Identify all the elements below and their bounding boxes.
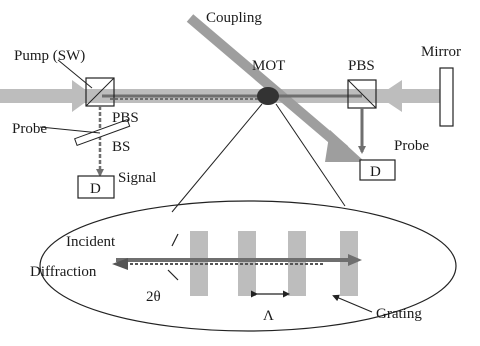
- angle-pointer: [167, 269, 179, 281]
- label-coupling: Coupling: [206, 10, 262, 26]
- mirror: [439, 67, 454, 127]
- label-pbs-right: PBS: [348, 58, 375, 74]
- label-pbs-left: PBS: [112, 110, 139, 126]
- zoom-line-left: [171, 103, 263, 213]
- label-probe-left: Probe: [12, 121, 47, 137]
- pump-pointer: [57, 59, 93, 89]
- label-mirror: Mirror: [421, 44, 461, 60]
- label-signal: Signal: [118, 170, 156, 186]
- label-detector-left: D: [90, 181, 101, 197]
- coupling-arrowhead: [325, 130, 365, 162]
- label-bs: BS: [112, 139, 130, 155]
- label-incident: Incident: [66, 234, 116, 250]
- diffraction-arrowhead: [112, 258, 128, 270]
- pbs-right-diagonal: [347, 79, 377, 109]
- label-grating: Grating: [376, 306, 422, 322]
- pump-arrow-left: [72, 80, 94, 112]
- label-pump: Pump (SW): [14, 48, 85, 64]
- zoom-ellipse: [39, 200, 457, 332]
- bs: [74, 118, 131, 146]
- label-mot: MOT: [252, 58, 285, 74]
- label-detector-right: D: [370, 164, 381, 180]
- pump-arrow-right: [378, 80, 402, 112]
- label-period: Λ: [263, 308, 274, 324]
- pbs-left-diagonal: [85, 77, 115, 107]
- incident-pointer: [171, 233, 179, 247]
- grating-bar-1: [190, 231, 208, 296]
- label-probe-right: Probe: [394, 138, 429, 154]
- probe-input-line: [39, 126, 101, 134]
- mot: [257, 87, 279, 105]
- coupling-beam: [186, 14, 349, 154]
- incident-arrowhead: [348, 254, 362, 266]
- detector-right: [359, 159, 396, 181]
- grating-pointer: [332, 294, 373, 313]
- label-diffraction: Diffraction: [30, 264, 97, 280]
- detector-left: [77, 175, 115, 199]
- label-angle: 2θ: [146, 289, 161, 305]
- zoom-line-right: [275, 103, 346, 207]
